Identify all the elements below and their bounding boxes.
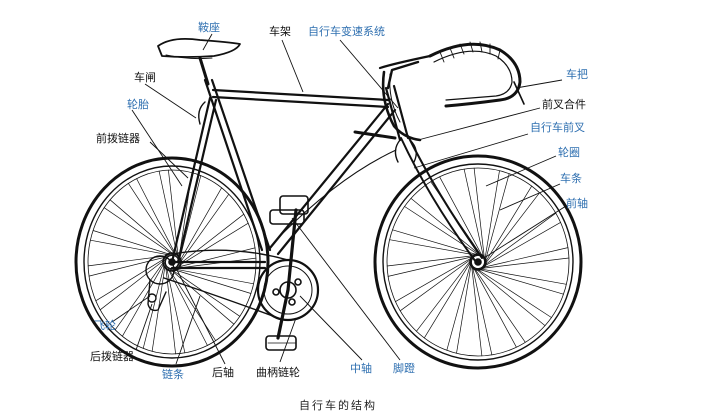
rear-wheel xyxy=(74,156,270,368)
spoke xyxy=(99,254,171,311)
spoke xyxy=(386,255,476,267)
spoke xyxy=(90,239,177,257)
spoke xyxy=(175,187,222,269)
spoke xyxy=(128,183,180,261)
spoke xyxy=(404,206,485,259)
spoke xyxy=(470,260,493,356)
label-front-axle: 前轴 xyxy=(566,197,588,210)
label-front-derailleur: 前拨链器 xyxy=(96,132,140,145)
spoke xyxy=(472,266,517,348)
label-saddle: 鞍座 xyxy=(198,21,220,34)
spoke xyxy=(92,230,173,256)
spoke xyxy=(171,268,252,294)
spoke xyxy=(136,178,178,258)
spoke xyxy=(168,169,179,260)
spoke xyxy=(178,193,230,266)
spoke xyxy=(178,175,202,263)
spoke xyxy=(480,257,570,269)
spoke xyxy=(387,254,480,277)
spoke xyxy=(423,255,475,339)
spoke xyxy=(87,255,170,267)
spoke xyxy=(151,257,167,352)
label-frame: 车架 xyxy=(269,25,291,38)
spoke xyxy=(482,222,561,268)
label-rear-derailleur: 后拨链器 xyxy=(90,350,134,363)
spoke xyxy=(484,173,510,263)
spoke xyxy=(167,267,254,285)
spoke xyxy=(392,229,479,256)
spoke xyxy=(95,256,168,302)
derailleur-cable xyxy=(279,149,397,237)
label-headset: 前叉合件 xyxy=(542,98,586,111)
spoke xyxy=(114,258,166,331)
label-freewheel: 飞轮 xyxy=(94,319,116,332)
spoke xyxy=(410,198,482,256)
spoke xyxy=(389,239,483,257)
label-spokes: 车条 xyxy=(560,172,582,185)
pedals xyxy=(265,195,309,351)
spoke xyxy=(484,192,540,266)
spoke xyxy=(473,167,485,260)
label-rim: 轮圈 xyxy=(558,146,580,159)
spoke xyxy=(446,261,472,351)
label-chain: 链条 xyxy=(162,368,184,381)
spoke xyxy=(471,265,552,318)
spoke xyxy=(142,261,166,349)
spoke xyxy=(164,263,216,341)
leader-lines xyxy=(111,33,567,365)
spoke xyxy=(176,222,249,268)
label-derailleur-system: 自行车变速系统 xyxy=(308,25,385,38)
spoke xyxy=(483,170,500,267)
label-handlebar: 车把 xyxy=(566,68,588,81)
chain xyxy=(163,249,289,319)
spoke xyxy=(463,168,486,264)
spoke xyxy=(122,255,169,337)
label-crankset: 曲柄链轮 xyxy=(256,366,300,379)
spoke xyxy=(476,247,569,270)
spoke xyxy=(456,257,473,354)
diagram-caption: 自行车的结构 xyxy=(299,399,377,412)
spoke xyxy=(474,268,546,326)
spoke xyxy=(164,260,186,354)
spoke xyxy=(168,268,235,325)
label-brake: 车闸 xyxy=(134,71,156,84)
label-tire: 轮胎 xyxy=(127,98,149,111)
spoke xyxy=(479,212,557,270)
spoke xyxy=(109,199,176,256)
spoke xyxy=(88,254,174,277)
spoke xyxy=(399,254,477,312)
spoke xyxy=(395,256,474,302)
spoke xyxy=(471,264,483,357)
saddle-assembly xyxy=(157,37,241,86)
spoke xyxy=(473,267,567,285)
spoke xyxy=(165,264,176,355)
label-front-fork: 自行车前叉 xyxy=(530,121,585,134)
spoke xyxy=(477,268,564,295)
spoke xyxy=(174,257,257,269)
spoke xyxy=(439,176,484,258)
spoke xyxy=(103,207,179,259)
front-fork xyxy=(400,135,483,263)
spoke xyxy=(470,263,526,343)
handlebar-assembly xyxy=(378,41,525,142)
label-pedal: 脚蹬 xyxy=(393,362,415,375)
frame xyxy=(170,78,410,270)
rear-derailleur xyxy=(145,255,175,312)
spoke xyxy=(166,266,208,346)
label-bottom-bracket: 中轴 xyxy=(350,362,372,375)
spoke xyxy=(481,185,533,269)
label-rear-axle: 后轴 xyxy=(212,366,234,379)
spoke xyxy=(416,258,472,332)
spoke xyxy=(173,213,245,270)
